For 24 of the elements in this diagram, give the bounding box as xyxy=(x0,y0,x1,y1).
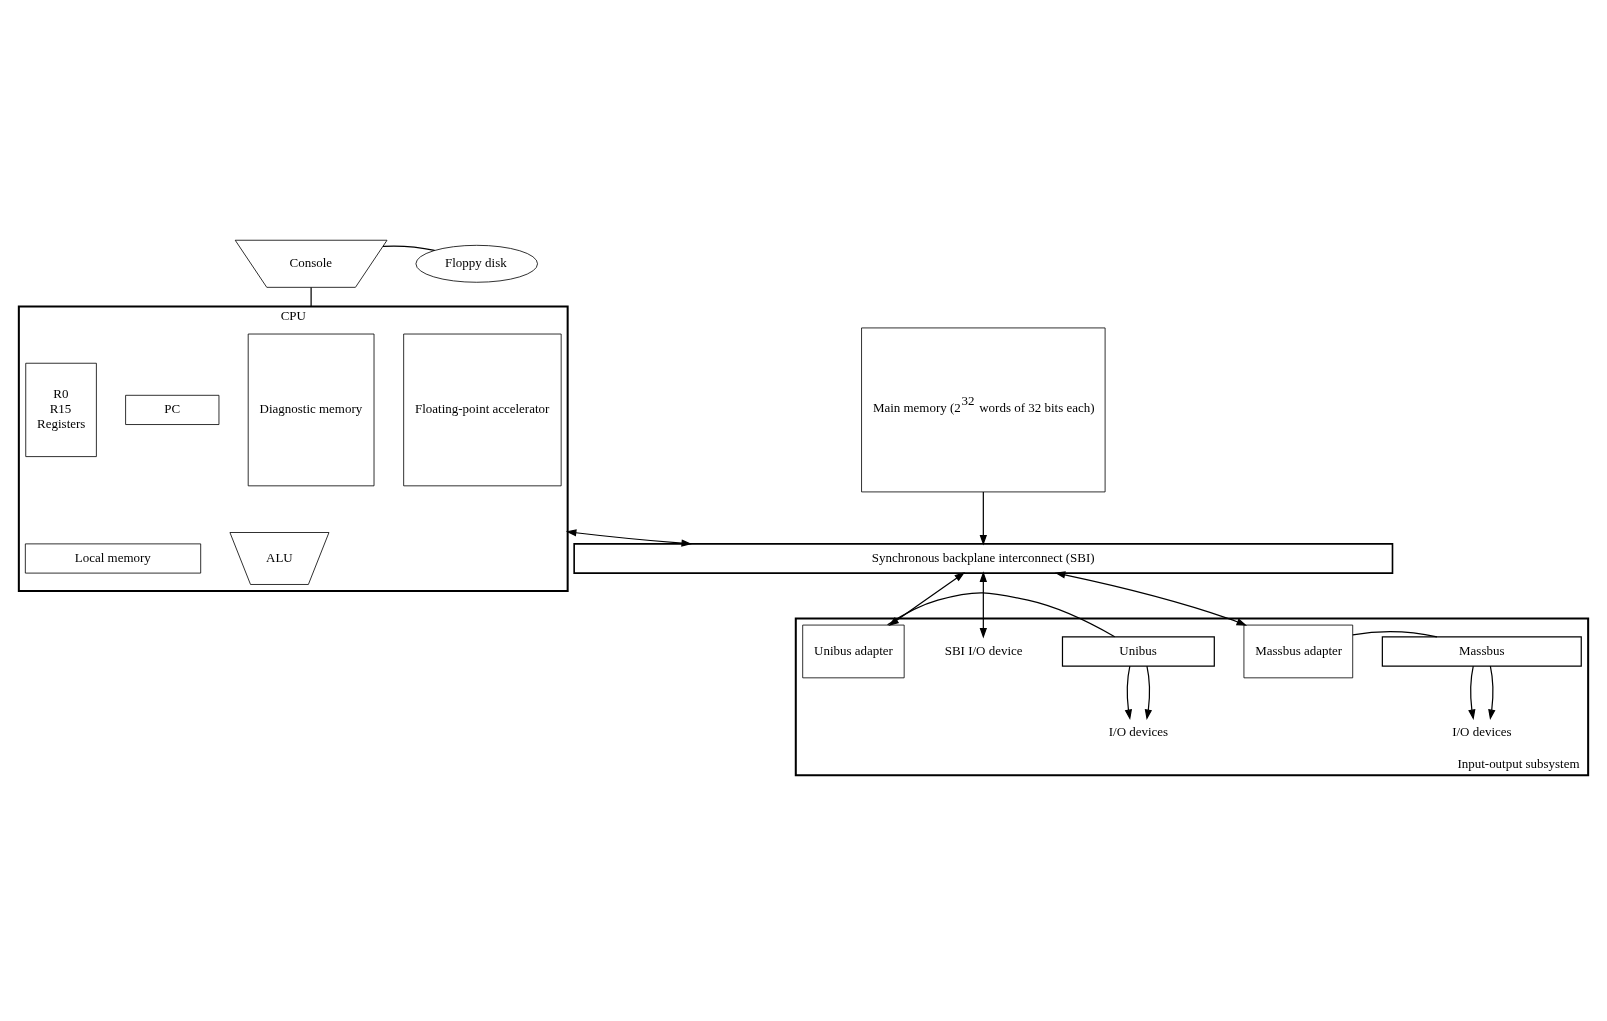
arrow xyxy=(1054,570,1248,626)
node-box: R0 R15 Registers xyxy=(25,362,97,457)
arrow xyxy=(1144,665,1153,720)
connector xyxy=(382,245,436,251)
node-ellipse: Floppy disk xyxy=(415,244,538,283)
arrow xyxy=(979,570,988,638)
node-box: Synchronous backplane interconnect (SBI) xyxy=(573,542,1394,574)
node-box: Massbus xyxy=(1381,635,1582,667)
node-box: Massbus adapter xyxy=(1243,624,1354,678)
node-box: Floating-point accelerator xyxy=(403,333,562,486)
node-text: SBI I/O device xyxy=(944,642,1023,658)
connector xyxy=(310,286,312,307)
node-text: I/O devices xyxy=(1108,723,1169,739)
node-box: PC xyxy=(125,394,220,425)
arrow xyxy=(1124,665,1133,720)
arrow xyxy=(979,490,988,546)
arrow xyxy=(1468,665,1476,720)
arrow xyxy=(1488,665,1496,720)
node-box: Local memory xyxy=(24,542,202,573)
arrow xyxy=(565,528,693,547)
node-box: Unibus adapter xyxy=(802,624,905,678)
node-box: Diagnostic memory xyxy=(247,333,375,486)
node-box: Unibus xyxy=(1061,635,1215,667)
node-text: I/O devices xyxy=(1452,723,1512,739)
